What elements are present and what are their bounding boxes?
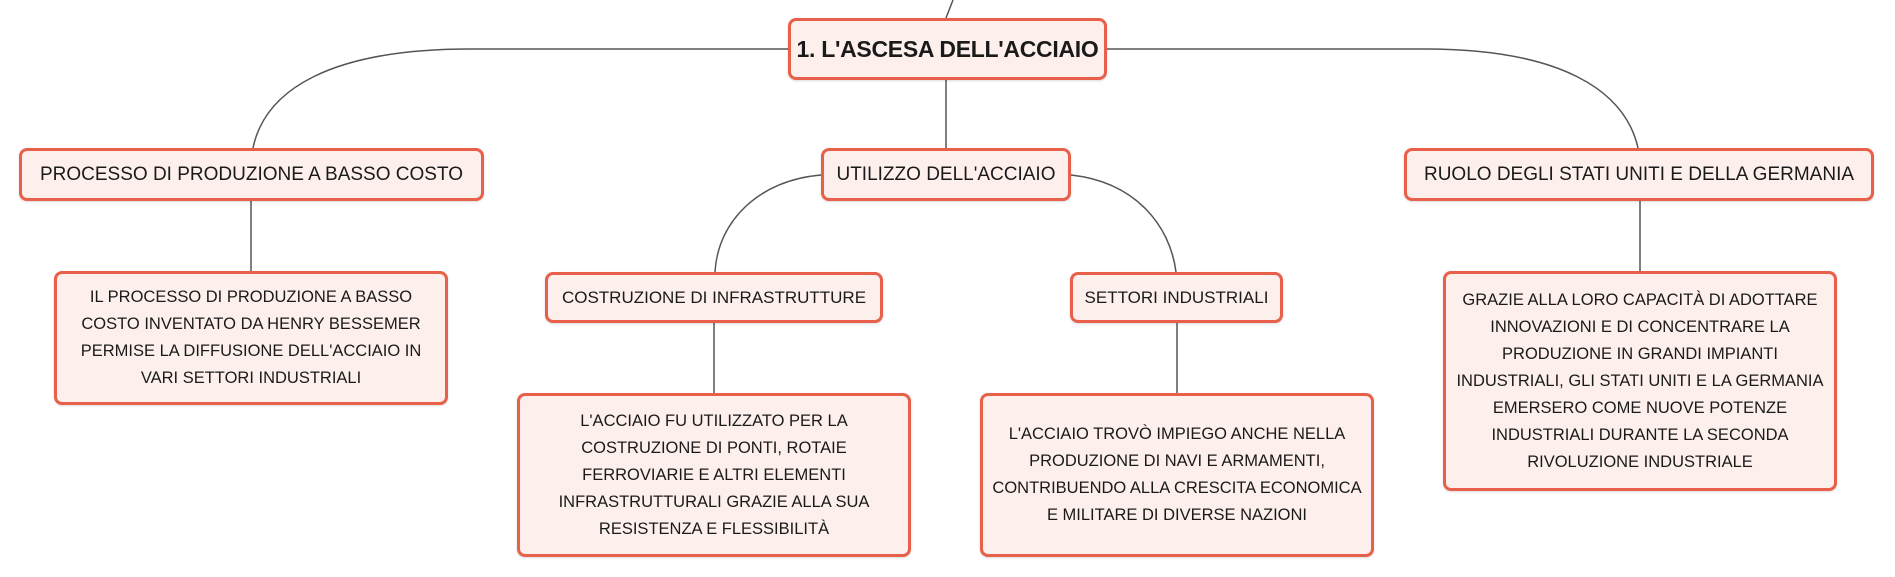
detail-low-cost-production[interactable]: IL PROCESSO DI PRODUZIONE A BASSO COSTO …: [54, 271, 448, 405]
topic-us-germany-role[interactable]: RUOLO DEGLI STATI UNITI E DELLA GERMANIA: [1404, 148, 1874, 201]
detail-industrial-sectors[interactable]: L'ACCIAIO TROVÒ IMPIEGO ANCHE NELLA PROD…: [980, 393, 1374, 557]
detail-us-germany-role[interactable]: GRAZIE ALLA LORO CAPACITÀ DI ADOTTARE IN…: [1443, 271, 1837, 491]
subtopic-industrial-sectors-label: SETTORI INDUSTRIALI: [1084, 287, 1269, 307]
topic-low-cost-production[interactable]: PROCESSO DI PRODUZIONE A BASSO COSTO: [19, 148, 484, 201]
detail-us-germany-role-text: GRAZIE ALLA LORO CAPACITÀ DI ADOTTARE IN…: [1456, 290, 1824, 471]
connector-root-to-right: [1107, 48, 1639, 149]
subtopic-infrastructure[interactable]: COSTRUZIONE DI INFRASTRUTTURE: [545, 272, 883, 323]
connector-center-to-infra: [714, 174, 822, 273]
subtopic-infrastructure-label: COSTRUZIONE DI INFRASTRUTTURE: [561, 287, 867, 307]
connector-root-to-left: [252, 48, 788, 149]
topic-steel-usage[interactable]: UTILIZZO DELL'ACCIAIO: [821, 148, 1071, 201]
detail-low-cost-production-text: IL PROCESSO DI PRODUZIONE A BASSO COSTO …: [80, 288, 422, 387]
detail-infrastructure[interactable]: L'ACCIAIO FU UTILIZZATO PER LA COSTRUZIO…: [517, 393, 911, 557]
connector-center-to-sectors: [1070, 174, 1177, 273]
root-topic[interactable]: 1. L'ASCESA DELL'ACCIAIO: [788, 18, 1107, 80]
topic-low-cost-production-label: PROCESSO DI PRODUZIONE A BASSO COSTO: [39, 163, 464, 185]
root-topic-label: 1. L'ASCESA DELL'ACCIAIO: [796, 35, 1099, 62]
detail-industrial-sectors-text: L'ACCIAIO TROVÒ IMPIEGO ANCHE NELLA PROD…: [992, 425, 1362, 524]
topic-us-germany-role-label: RUOLO DEGLI STATI UNITI E DELLA GERMANIA: [1423, 163, 1855, 185]
connector-parent-to-root: [945, 0, 954, 19]
subtopic-industrial-sectors[interactable]: SETTORI INDUSTRIALI: [1070, 272, 1283, 323]
detail-infrastructure-text: L'ACCIAIO FU UTILIZZATO PER LA COSTRUZIO…: [558, 411, 870, 538]
topic-steel-usage-label: UTILIZZO DELL'ACCIAIO: [836, 163, 1056, 185]
